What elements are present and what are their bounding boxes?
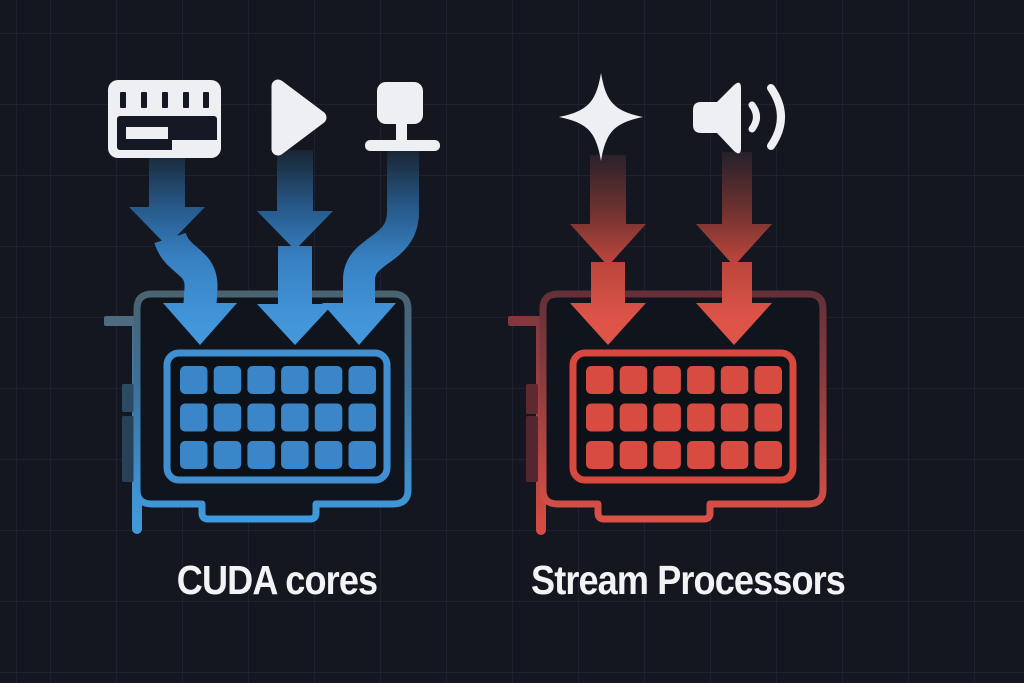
play-icon — [271, 79, 327, 156]
core-cell — [281, 403, 309, 432]
port — [526, 384, 538, 414]
core-cell — [754, 441, 782, 469]
core-cell — [653, 403, 681, 432]
arrowhead — [322, 303, 396, 345]
core-cell — [314, 366, 343, 394]
core-cell — [348, 441, 376, 469]
core-cell — [213, 403, 242, 432]
memory-module-icon — [108, 80, 221, 158]
core-cell — [213, 441, 242, 469]
arrow-down — [129, 148, 205, 246]
input-icons — [108, 73, 785, 161]
core-grid — [180, 366, 376, 469]
core-cell — [586, 366, 614, 394]
core-cell — [348, 403, 376, 432]
core-cell — [687, 441, 715, 469]
core-cell — [314, 441, 343, 469]
core-cell — [687, 366, 715, 394]
core-cell — [247, 441, 275, 469]
core-grid — [586, 366, 782, 469]
cuda-panel — [104, 148, 419, 534]
core-cell — [180, 403, 208, 432]
core-cell — [247, 366, 275, 394]
core-cell — [180, 441, 208, 469]
core-cell — [619, 403, 648, 432]
arrow-ribbon — [343, 148, 419, 304]
core-cell — [619, 366, 648, 394]
arrow-down — [257, 246, 333, 345]
core-cell — [281, 441, 309, 469]
core-cell — [619, 441, 648, 469]
speaker-icon — [693, 82, 785, 154]
arrow-ribbon — [154, 231, 218, 306]
core-cell — [754, 366, 782, 394]
sparkle-icon — [559, 73, 643, 161]
core-cell — [314, 403, 343, 432]
core-cell — [586, 403, 614, 432]
core-cell — [180, 366, 208, 394]
core-cell — [247, 403, 275, 432]
core-cell — [213, 366, 242, 394]
core-cell — [653, 441, 681, 469]
arrow-down — [696, 152, 772, 266]
core-cell — [281, 366, 309, 394]
stream-processors-label: Stream Processors — [531, 557, 846, 603]
core-cell — [720, 441, 749, 469]
core-cell — [754, 403, 782, 432]
core-cell — [586, 441, 614, 469]
port — [526, 416, 538, 482]
arrow-down — [696, 262, 772, 345]
arrowhead — [163, 303, 237, 345]
cuda-cores-label: CUDA cores — [176, 557, 378, 603]
arrow-down — [570, 155, 646, 266]
arrow-down — [257, 150, 333, 250]
arrow-down — [570, 262, 646, 345]
core-cell — [687, 403, 715, 432]
core-cell — [348, 366, 376, 394]
port — [122, 416, 134, 482]
core-cell — [720, 366, 749, 394]
port — [122, 384, 134, 412]
core-cell — [720, 403, 749, 432]
display-icon — [365, 82, 440, 151]
core-cell — [653, 366, 681, 394]
stream-panel — [508, 152, 827, 535]
